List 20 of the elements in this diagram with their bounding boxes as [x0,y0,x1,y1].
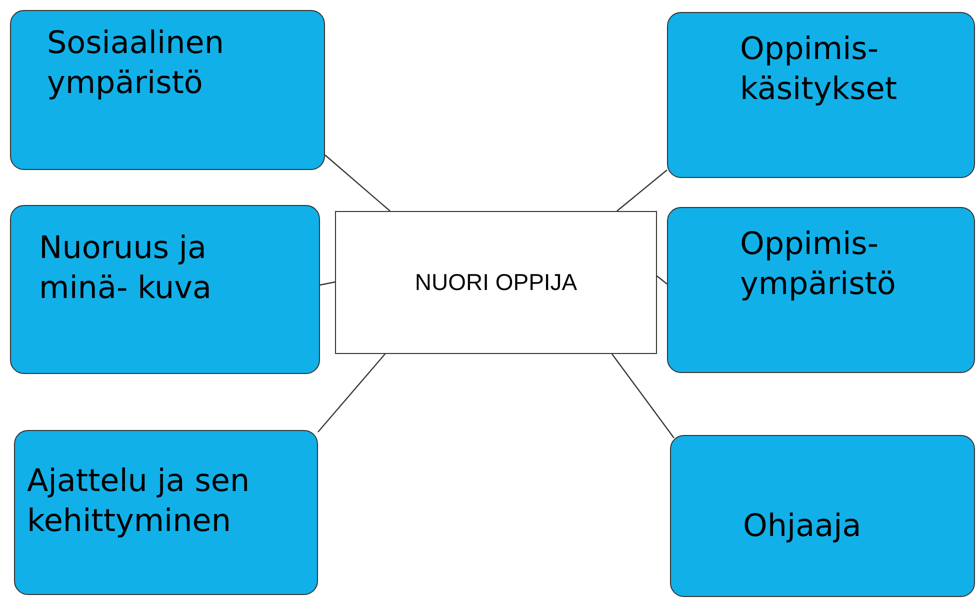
connector-line [324,154,390,212]
topic-box [10,205,320,374]
connector-line [616,170,668,212]
topic-label: Ohjaaja [743,507,862,546]
topic-label: Sosiaalinen ympäristö [47,24,225,104]
connector-line [318,354,386,432]
connector-line [612,354,674,438]
topic-label: Oppimis- ympäristö [740,225,897,304]
topic-box [667,207,975,373]
topic-label: Oppimis- käsitykset [740,30,898,110]
topic-box [14,430,318,595]
connector-line [320,281,336,286]
central-label: NUORI OPPIJA [414,268,578,297]
topic-label: Ajattelu ja sen kehittyminen [27,462,251,542]
topic-box [670,435,975,597]
connector-line [656,276,668,284]
central-box [335,211,657,354]
topic-label: Nuoruus ja minä- kuva [39,229,212,308]
topic-box [667,12,975,178]
topic-box [10,10,325,170]
